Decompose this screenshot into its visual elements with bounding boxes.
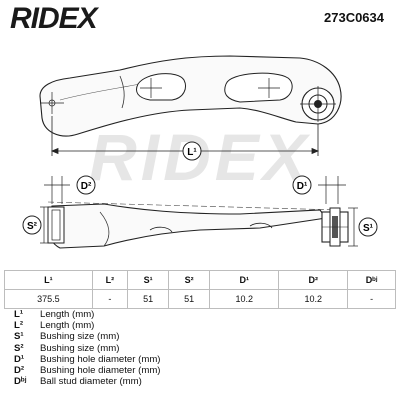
svg-text:D¹: D¹ <box>297 181 308 192</box>
table-header-cell: D² <box>278 270 349 290</box>
table-header-cell: S¹ <box>127 270 170 290</box>
watermark: RIDEX <box>89 120 311 194</box>
legend-desc: Bushing size (mm) <box>40 331 120 343</box>
legend: L¹ Length (mm) L² Length (mm) S¹ Bushing si… <box>14 309 394 387</box>
d1-label: D¹ <box>292 175 312 195</box>
s1-dimension <box>348 207 358 247</box>
table-cell: 51 <box>127 289 170 309</box>
technical-drawing: RIDEX L¹ <box>22 55 378 249</box>
legend-item: D² Bushing hole diameter (mm) <box>14 365 394 376</box>
table-header-cell: D¹ <box>209 270 280 290</box>
header: RIDEX 273C0634 <box>0 0 400 40</box>
legend-key: Dᵇʲ <box>14 376 27 388</box>
legend-item: Dᵇʲ Ball stud diameter (mm) <box>14 376 394 387</box>
table-cell: 375.5 <box>4 289 93 309</box>
d2-label: D² <box>76 175 96 195</box>
brand-logo: RIDEX <box>10 2 98 35</box>
table-row: 375.5 - 51 51 10.2 10.2 - <box>4 289 396 309</box>
center-marks <box>40 78 336 122</box>
s1-label: S¹ <box>358 217 378 237</box>
l1-label: L¹ <box>182 141 202 161</box>
legend-item: D¹ Bushing hole diameter (mm) <box>14 354 394 365</box>
table-cell: 10.2 <box>278 289 349 309</box>
s2-dimension <box>40 206 52 244</box>
table-header-row: L¹ L² S¹ S² D¹ D² Dᵇʲ <box>4 270 396 290</box>
svg-text:D²: D² <box>81 181 92 192</box>
svg-text:S²: S² <box>27 221 38 232</box>
legend-desc: Bushing hole diameter (mm) <box>40 353 161 365</box>
legend-item: S¹ Bushing size (mm) <box>14 331 394 342</box>
table-header-cell: S² <box>168 270 211 290</box>
table-cell: 51 <box>168 289 211 309</box>
legend-item: S² Bushing size (mm) <box>14 343 394 354</box>
legend-key: D¹ <box>14 353 25 365</box>
legend-desc: Bushing size (mm) <box>40 342 120 354</box>
legend-item: L² Length (mm) <box>14 320 394 331</box>
diameter-extensions <box>44 176 346 204</box>
legend-desc: Length (mm) <box>40 320 95 332</box>
legend-desc: Bushing hole diameter (mm) <box>40 364 161 376</box>
legend-desc: Length (mm) <box>40 309 95 320</box>
table-cell: 10.2 <box>209 289 280 309</box>
table-header-cell: L¹ <box>4 270 93 290</box>
legend-item: L¹ Length (mm) <box>14 309 394 320</box>
svg-text:L¹: L¹ <box>187 147 197 158</box>
legend-key: L² <box>14 320 24 332</box>
legend-key: S² <box>14 342 24 354</box>
dimensions-table: L¹ L² S¹ S² D¹ D² Dᵇʲ 375.5 - 51 51 10.2… <box>4 270 396 309</box>
table-header-cell: L² <box>91 270 129 290</box>
legend-desc: Ball stud diameter (mm) <box>40 376 142 388</box>
table-header-cell: Dᵇʲ <box>347 270 396 290</box>
arm-side-view <box>47 201 349 249</box>
legend-key: D² <box>14 364 25 376</box>
legend-key: S¹ <box>14 331 24 343</box>
legend-key: L¹ <box>14 309 24 320</box>
part-number: 273C0634 <box>324 10 384 25</box>
s2-label: S² <box>22 215 42 235</box>
table-cell: - <box>91 289 129 309</box>
svg-text:S¹: S¹ <box>363 223 374 234</box>
table-cell: - <box>347 289 396 309</box>
